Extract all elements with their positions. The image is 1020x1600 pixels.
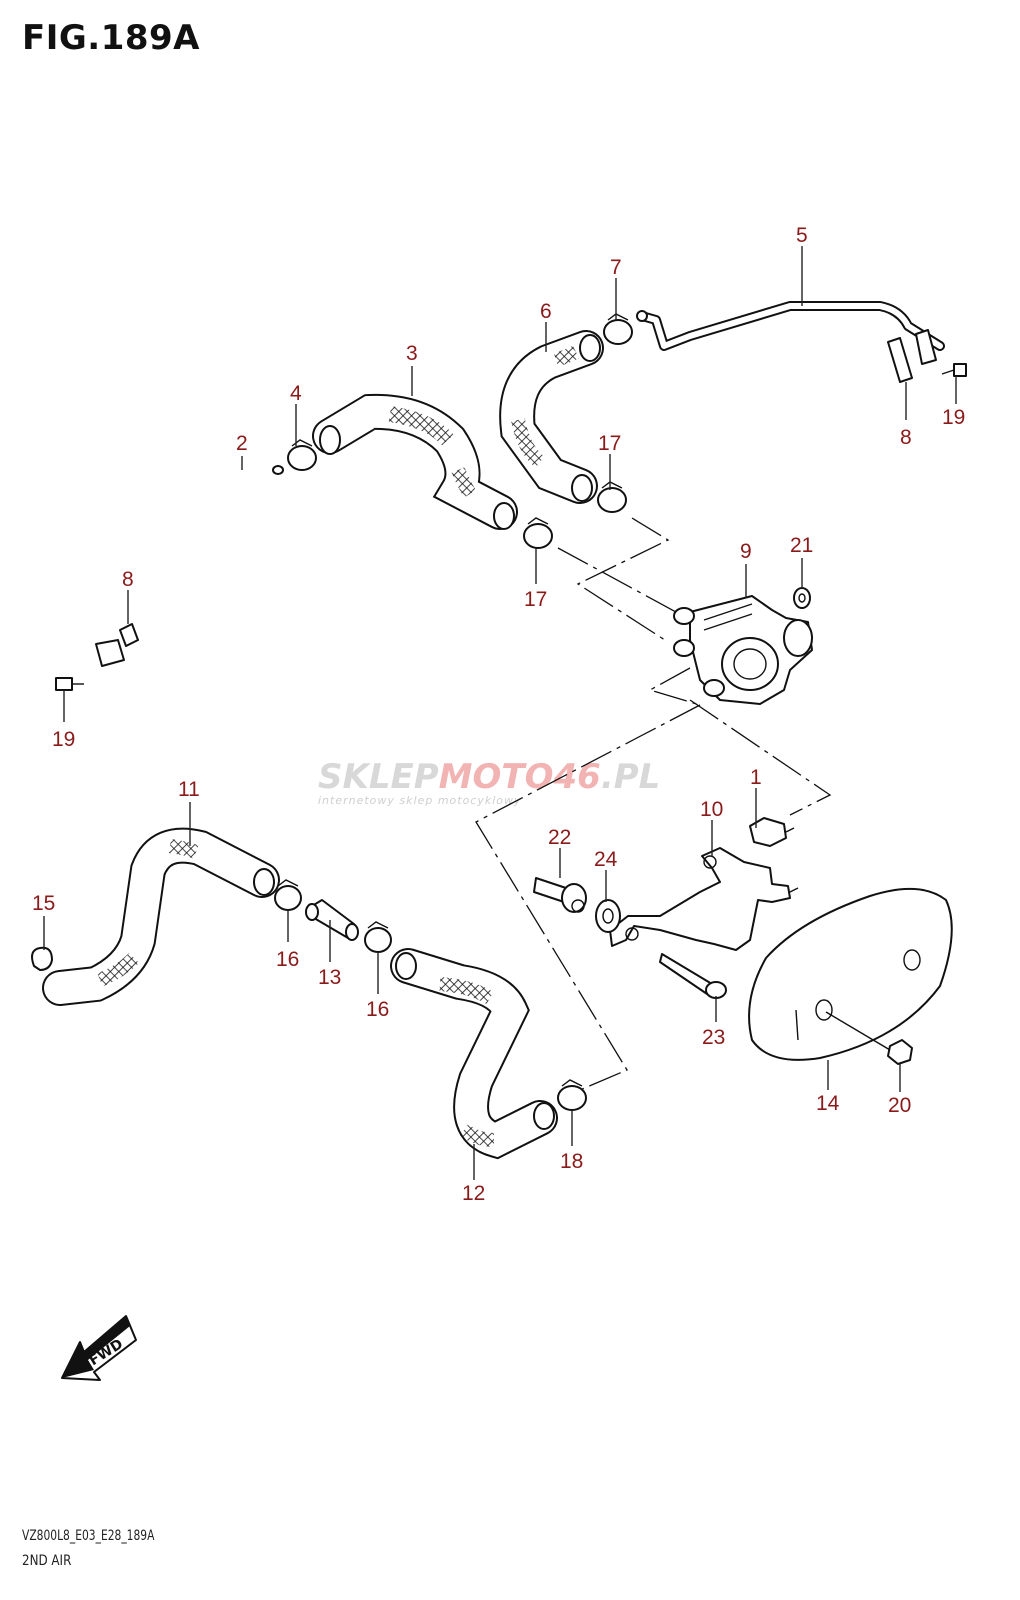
callout-8-left: 8 (122, 568, 134, 591)
clamp-17-upper (597, 481, 627, 513)
hose-6 (499, 330, 604, 504)
watermark: SKLEPMOTO46.PL internetowy sklep motocyk… (318, 757, 660, 807)
callout-9: 9 (740, 540, 752, 563)
callout-24: 24 (594, 848, 618, 871)
bolt-19-right (941, 363, 967, 377)
clamp-18 (557, 1079, 587, 1111)
callout-7: 7 (610, 256, 622, 279)
bolt-19-left (55, 677, 84, 691)
valve-9 (673, 595, 813, 705)
washer-21 (793, 587, 811, 609)
callout-numbers: 1 2 3 4 5 6 7 8 8 9 10 11 12 13 14 15 16… (32, 224, 965, 1205)
callout-19-left: 19 (52, 728, 75, 751)
callout-18: 18 (560, 1150, 583, 1173)
callout-21: 21 (790, 534, 813, 557)
connection-lines (475, 517, 832, 1091)
grommet-24 (595, 899, 621, 933)
hose-3 (312, 393, 518, 530)
pipe-2 (95, 465, 284, 688)
clamp-4 (287, 439, 317, 471)
callout-16-right: 16 (366, 998, 389, 1021)
callout-14: 14 (816, 1092, 840, 1115)
bracket-8-right (887, 337, 913, 383)
callout-13: 13 (318, 966, 341, 989)
callout-10: 10 (700, 798, 723, 821)
clip-15 (31, 946, 53, 971)
clamp-16-right (364, 921, 392, 953)
clamp-17-lower (523, 517, 553, 549)
figure-title: FIG.189A (22, 18, 200, 58)
hose-12 (390, 948, 558, 1160)
callout-17-upper: 17 (598, 432, 621, 455)
sensor-1 (749, 817, 795, 847)
callout-16-left: 16 (276, 948, 299, 971)
bracket-8-left (119, 623, 139, 647)
callout-3: 3 (406, 342, 418, 365)
callout-4: 4 (290, 382, 302, 405)
figure-name: 2ND AIR (22, 1553, 72, 1569)
callout-6: 6 (540, 300, 552, 323)
callout-2: 2 (236, 432, 248, 455)
callout-23: 23 (702, 1026, 725, 1049)
callout-11: 11 (178, 778, 200, 801)
bracket-10 (609, 847, 799, 951)
callout-17-lower: 17 (524, 588, 547, 611)
callout-5: 5 (796, 224, 808, 247)
callout-19-right: 19 (942, 406, 965, 429)
nut-20 (825, 1011, 913, 1065)
clamp-7 (603, 313, 633, 345)
callout-1: 1 (750, 766, 762, 789)
cover-14 (748, 887, 953, 1061)
pipe-5 (636, 301, 945, 365)
leader-lines (43, 246, 957, 1180)
callout-8-right: 8 (900, 426, 912, 449)
hose-11 (42, 827, 280, 1006)
bolt-23 (659, 953, 727, 999)
callout-22: 22 (548, 826, 571, 849)
callout-20: 20 (888, 1094, 911, 1117)
fwd-arrow-icon: FWD (61, 1315, 137, 1381)
joint-13 (305, 899, 359, 941)
callout-12: 12 (462, 1182, 485, 1205)
clamp-16-left (274, 879, 302, 911)
watermark-tagline: internetowy sklep motocyklowy (318, 794, 522, 807)
watermark-brand: SKLEPMOTO46.PL (318, 757, 660, 797)
bolt-22 (533, 877, 587, 913)
figure-code: VZ800L8_E03_E28_189A (22, 1528, 155, 1544)
callout-15: 15 (32, 892, 55, 915)
